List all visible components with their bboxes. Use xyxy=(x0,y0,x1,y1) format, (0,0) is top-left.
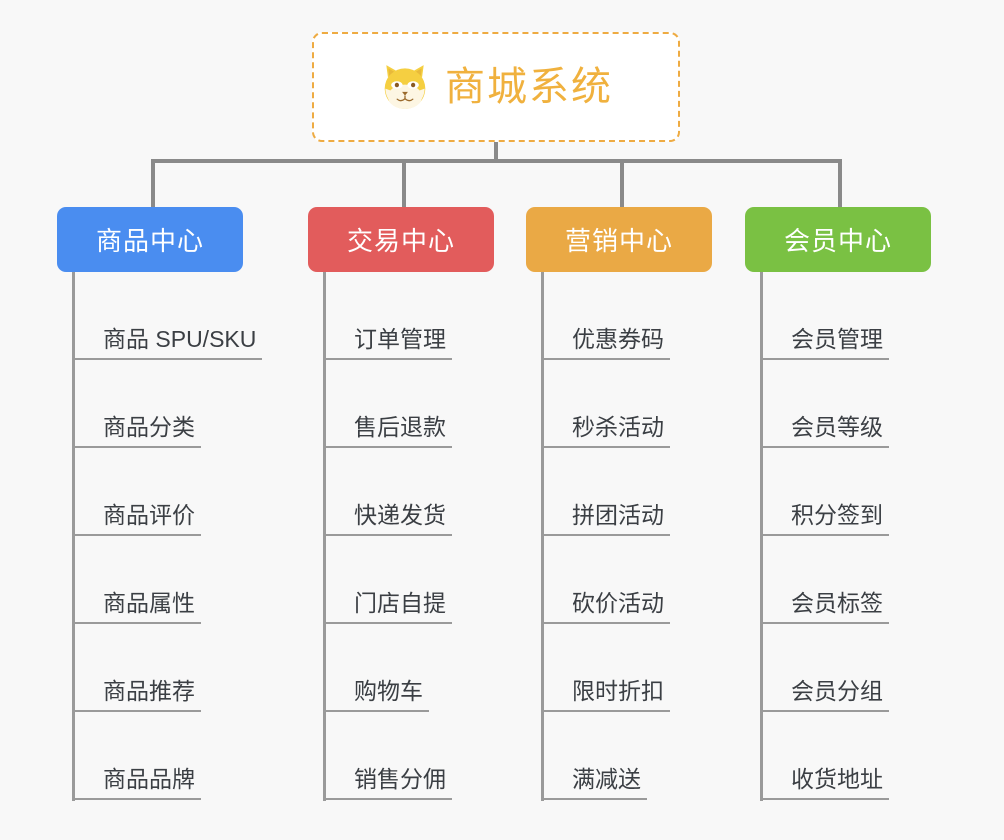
leaf-item[interactable]: 售后退款 xyxy=(326,360,452,448)
leaf-item-label: 会员等级 xyxy=(763,415,889,448)
leaf-item[interactable]: 收货地址 xyxy=(763,712,889,800)
branch-spine xyxy=(323,272,326,801)
leaf-item[interactable]: 优惠券码 xyxy=(544,272,670,360)
leaf-item[interactable]: 商品品牌 xyxy=(75,712,201,800)
root-node[interactable]: 商城系统 xyxy=(312,32,680,142)
leaf-item-label: 商品评价 xyxy=(75,503,201,536)
branch-column-trade: 交易中心 订单管理售后退款快递发货门店自提购物车销售分佣 xyxy=(308,207,494,801)
connector-drop-3 xyxy=(620,159,624,208)
leaf-item[interactable]: 门店自提 xyxy=(326,536,452,624)
leaf-item[interactable]: 商品评价 xyxy=(75,448,201,536)
leaf-item[interactable]: 秒杀活动 xyxy=(544,360,670,448)
leaf-item[interactable]: 会员分组 xyxy=(763,624,889,712)
leaf-item-label: 收货地址 xyxy=(763,767,889,800)
branch-header-trade[interactable]: 交易中心 xyxy=(308,207,494,272)
leaf-item-label: 快递发货 xyxy=(326,503,452,536)
leaf-item-label: 订单管理 xyxy=(326,327,452,360)
connector-drop-2 xyxy=(402,159,406,208)
leaf-item[interactable]: 限时折扣 xyxy=(544,624,670,712)
leaf-item[interactable]: 商品属性 xyxy=(75,536,201,624)
leaf-item[interactable]: 积分签到 xyxy=(763,448,889,536)
branch-header-product[interactable]: 商品中心 xyxy=(57,207,243,272)
leaf-item-label: 售后退款 xyxy=(326,415,452,448)
branch-header-member[interactable]: 会员中心 xyxy=(745,207,931,272)
leaf-item-label: 秒杀活动 xyxy=(544,415,670,448)
branch-spine xyxy=(760,272,763,801)
leaf-item[interactable]: 拼团活动 xyxy=(544,448,670,536)
branch-column-member: 会员中心 会员管理会员等级积分签到会员标签会员分组收货地址 xyxy=(745,207,931,801)
leaf-item-label: 满减送 xyxy=(544,767,647,800)
leaf-item-label: 会员分组 xyxy=(763,679,889,712)
leaf-item[interactable]: 销售分佣 xyxy=(326,712,452,800)
shiba-dog-icon xyxy=(384,65,426,109)
leaf-item-label: 积分签到 xyxy=(763,503,889,536)
connector-root-stem xyxy=(494,142,498,162)
leaf-item-label: 商品 SPU/SKU xyxy=(75,327,263,360)
leaf-item-label: 拼团活动 xyxy=(544,503,670,536)
branch-column-marketing: 营销中心 优惠券码秒杀活动拼团活动砍价活动限时折扣满减送 xyxy=(526,207,712,801)
branch-column-product: 商品中心 商品 SPU/SKU 商品分类商品评价商品属性商品推荐商品品牌 xyxy=(57,207,263,801)
branch-spine xyxy=(72,272,75,801)
leaf-item[interactable]: 会员标签 xyxy=(763,536,889,624)
branch-spine xyxy=(541,272,544,801)
leaf-item[interactable]: 满减送 xyxy=(544,712,647,800)
branch-header-marketing[interactable]: 营销中心 xyxy=(526,207,712,272)
leaf-item-label: 销售分佣 xyxy=(326,767,452,800)
connector-drop-4 xyxy=(838,159,842,208)
leaf-item[interactable]: 商品分类 xyxy=(75,360,201,448)
leaf-item-label: 购物车 xyxy=(326,679,429,712)
leaf-item-label: 会员标签 xyxy=(763,591,889,624)
leaf-item[interactable]: 会员管理 xyxy=(763,272,889,360)
connector-bus xyxy=(151,159,841,163)
leaf-item-label: 优惠券码 xyxy=(544,327,670,360)
leaf-item-label: 会员管理 xyxy=(763,327,889,360)
leaf-item[interactable]: 商品 SPU/SKU xyxy=(75,272,263,360)
leaf-item-label: 门店自提 xyxy=(326,591,452,624)
leaf-item[interactable]: 砍价活动 xyxy=(544,536,670,624)
leaf-item-label: 限时折扣 xyxy=(544,679,670,712)
leaf-item[interactable]: 购物车 xyxy=(326,624,429,712)
leaf-item-label: 商品分类 xyxy=(75,415,201,448)
leaf-item[interactable]: 商品推荐 xyxy=(75,624,201,712)
leaf-item[interactable]: 订单管理 xyxy=(326,272,452,360)
leaf-item[interactable]: 会员等级 xyxy=(763,360,889,448)
leaf-item-label: 商品属性 xyxy=(75,591,201,624)
connector-drop-1 xyxy=(151,159,155,208)
leaf-item-label: 商品推荐 xyxy=(75,679,201,712)
leaf-item-label: 商品品牌 xyxy=(75,767,201,800)
leaf-item[interactable]: 快递发货 xyxy=(326,448,452,536)
root-title: 商城系统 xyxy=(445,65,613,109)
leaf-item-label: 砍价活动 xyxy=(544,591,670,624)
